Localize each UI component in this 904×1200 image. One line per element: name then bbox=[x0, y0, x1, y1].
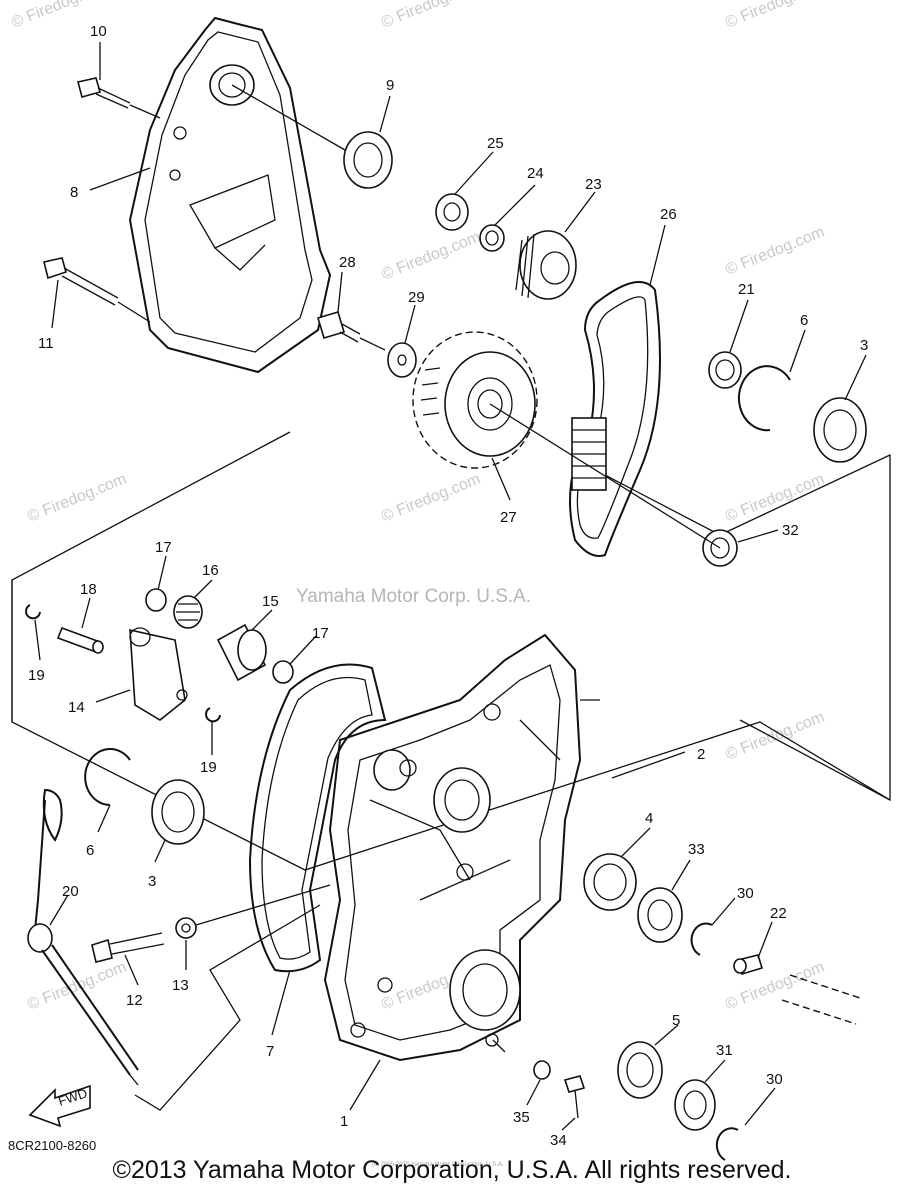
callout-24: 24 bbox=[527, 165, 544, 182]
circlip-30-bottom bbox=[715, 1127, 739, 1161]
watermark-layer: © Firedog.com © Firedog.com © Firedog.co… bbox=[9, 0, 827, 1014]
callout-35: 35 bbox=[513, 1109, 530, 1126]
collar-21 bbox=[708, 351, 742, 389]
chain-case-body bbox=[323, 633, 582, 1062]
bearing-33 bbox=[637, 887, 683, 943]
callout-25: 25 bbox=[487, 135, 504, 152]
callout-29: 29 bbox=[408, 289, 425, 306]
leader-lines bbox=[34, 42, 867, 1131]
washer-35 bbox=[533, 1060, 551, 1080]
circlip-19-right bbox=[205, 707, 221, 723]
callout-19: 19 bbox=[200, 759, 217, 776]
washer-17-top bbox=[145, 588, 167, 612]
callout-6: 6 bbox=[86, 842, 94, 859]
bearing-16 bbox=[173, 595, 203, 629]
callout-30: 30 bbox=[737, 885, 754, 902]
callout-4: 4 bbox=[645, 810, 653, 827]
nut-13 bbox=[175, 884, 331, 939]
drive-chain-26 bbox=[569, 281, 661, 557]
callout-27: 27 bbox=[500, 509, 517, 526]
callout-3: 3 bbox=[148, 873, 156, 890]
shaft-outline bbox=[781, 974, 861, 1025]
seal-4 bbox=[583, 853, 637, 911]
callout-21: 21 bbox=[738, 281, 755, 298]
circlip-19-left bbox=[25, 604, 41, 620]
seal-5 bbox=[617, 1041, 663, 1099]
watermark: © Firedog.com bbox=[25, 959, 129, 1014]
watermark: © Firedog.com bbox=[723, 224, 827, 279]
bolt-11 bbox=[43, 257, 151, 323]
diagram-code: 8CR2100-8260 bbox=[8, 1138, 96, 1153]
pin-22 bbox=[733, 954, 764, 975]
callout-30: 30 bbox=[766, 1071, 783, 1088]
callout-11: 11 bbox=[38, 335, 54, 352]
group-outline-lower bbox=[11, 580, 891, 801]
washer-29 bbox=[387, 342, 417, 378]
callout-14: 14 bbox=[68, 699, 85, 716]
callout-22: 22 bbox=[770, 905, 787, 922]
chain-case-cover bbox=[128, 16, 332, 374]
callout-17: 17 bbox=[312, 625, 329, 642]
bolt-10 bbox=[77, 77, 161, 119]
roller-15 bbox=[216, 623, 267, 682]
callout-31: 31 bbox=[716, 1042, 733, 1059]
watermark: © Firedog.com bbox=[25, 471, 129, 526]
callout-20: 20 bbox=[62, 883, 79, 900]
callout-19: 19 bbox=[28, 667, 45, 684]
callout-2: 2 bbox=[697, 746, 705, 763]
dipstick-leader bbox=[134, 904, 321, 1111]
callout-18: 18 bbox=[80, 581, 97, 598]
callout-3: 3 bbox=[860, 337, 868, 354]
callout-8: 8 bbox=[70, 184, 78, 201]
callout-34: 34 bbox=[550, 1132, 567, 1149]
circlip-6-top bbox=[738, 365, 791, 432]
small-print: (c) 2005-2015 Yamaha Motor Corporation, … bbox=[372, 1162, 504, 1168]
callout-5: 5 bbox=[672, 1012, 680, 1029]
callout-17: 17 bbox=[155, 539, 172, 556]
sprocket-23 bbox=[515, 230, 577, 300]
pin-18 bbox=[56, 626, 104, 654]
watermark: © Firedog.com bbox=[379, 471, 483, 526]
watermark: © Firedog.com bbox=[723, 0, 827, 32]
watermark: © Firedog.com bbox=[723, 471, 827, 526]
bolt-34 bbox=[563, 1075, 586, 1119]
circlip-6-bottom bbox=[84, 748, 131, 806]
bearing-3-bottom bbox=[151, 779, 205, 845]
center-watermark: Yamaha Motor Corp. U.S.A. bbox=[296, 586, 531, 607]
callouts: 1 2 3 3 4 5 6 6 7 8 9 10 11 12 13 14 15 … bbox=[28, 23, 868, 1149]
bolt-28 bbox=[317, 311, 386, 351]
callout-9: 9 bbox=[386, 77, 394, 94]
bearing-3-top bbox=[813, 397, 867, 463]
bearing-31 bbox=[674, 1079, 716, 1131]
washer-24 bbox=[479, 224, 505, 252]
fwd-arrow-icon: FWD bbox=[28, 1084, 91, 1128]
sprocket-27 bbox=[412, 331, 538, 469]
callout-32: 32 bbox=[782, 522, 799, 539]
washer-17-bottom bbox=[272, 660, 294, 684]
callout-28: 28 bbox=[339, 254, 356, 271]
watermark: © Firedog.com bbox=[723, 709, 827, 764]
callout-13: 13 bbox=[172, 977, 189, 994]
callout-26: 26 bbox=[660, 206, 677, 223]
callout-10: 10 bbox=[90, 23, 107, 40]
bearing-9 bbox=[231, 84, 393, 189]
watermark: © Firedog.com bbox=[379, 0, 483, 32]
copyright-notice: ©2013 Yamaha Motor Corporation, U.S.A. A… bbox=[112, 1156, 792, 1184]
callout-16: 16 bbox=[202, 562, 219, 579]
tensioner-arm-14 bbox=[129, 627, 188, 721]
callout-23: 23 bbox=[585, 176, 602, 193]
dipstick-20 bbox=[27, 788, 139, 1086]
o-ring-7 bbox=[248, 663, 387, 973]
circlip-30-top bbox=[690, 922, 713, 956]
callout-15: 15 bbox=[262, 593, 279, 610]
callout-33: 33 bbox=[688, 841, 705, 858]
callout-1: 1 bbox=[340, 1113, 348, 1130]
bolt-12 bbox=[91, 932, 165, 963]
watermark: © Firedog.com bbox=[379, 229, 483, 284]
seal-25 bbox=[435, 193, 469, 231]
callout-12: 12 bbox=[126, 992, 143, 1009]
callout-6: 6 bbox=[800, 312, 808, 329]
callout-7: 7 bbox=[266, 1043, 274, 1060]
